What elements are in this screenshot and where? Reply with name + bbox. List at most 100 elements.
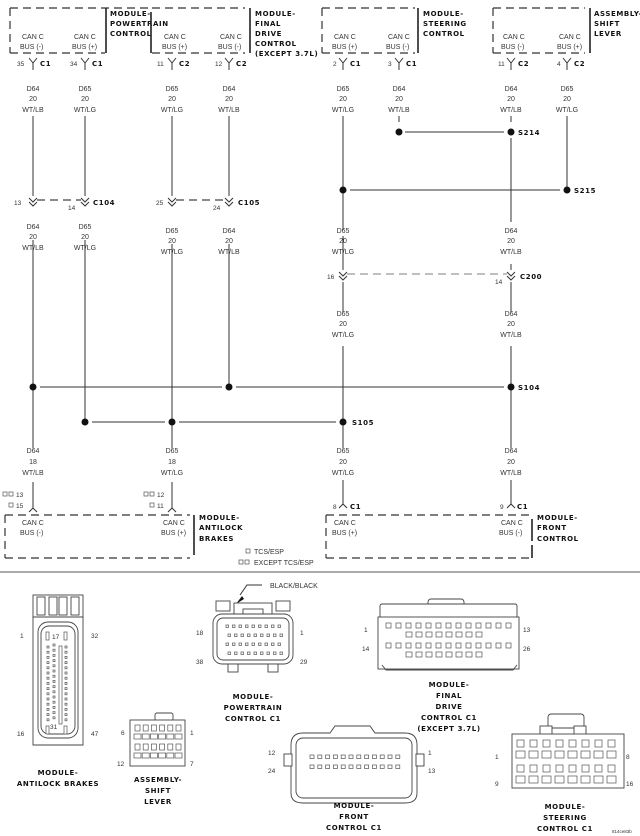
pin-cavity [465, 651, 473, 658]
legend-tcs-icon [245, 548, 251, 554]
pin-cavity [52, 685, 56, 688]
svg-text:D64: D64 [505, 228, 518, 235]
pin-cavity [266, 633, 270, 637]
svg-text:WT/LG: WT/LG [332, 332, 354, 339]
pcm-title-2: POWERTRAIN [110, 20, 169, 28]
splice-s214-label: S214 [518, 129, 540, 137]
svg-text:20: 20 [168, 238, 176, 245]
svg-text:14: 14 [362, 646, 370, 653]
connector-view-pcm: BLACK/BLACK 18 1 38 29 MODULE- POWERTRAI… [196, 583, 318, 723]
abs-title-3: BRAKES [199, 535, 234, 543]
pin-cavity [555, 764, 564, 773]
pin-cavity [340, 754, 346, 759]
pin-cavity [174, 752, 183, 759]
pin-cavity [364, 754, 369, 759]
scm-title-3: CONTROL [423, 30, 465, 38]
shift-pin2-label1: CAN C [559, 34, 581, 41]
pin-cavity [46, 650, 50, 654]
svg-text:16: 16 [327, 274, 335, 281]
pin-cavity [465, 622, 472, 629]
pin-cavity [52, 706, 56, 709]
shift-title-3: LEVER [594, 30, 622, 38]
pin-cavity [593, 750, 604, 759]
svg-text:25: 25 [156, 200, 164, 207]
pin-cavity [46, 645, 50, 649]
svg-text:LEVER: LEVER [144, 798, 172, 806]
pin-cavity [264, 624, 268, 628]
pin-cavity [150, 752, 158, 759]
svg-text:4: 4 [557, 61, 561, 68]
svg-text:D64: D64 [27, 224, 40, 231]
pin-cavity [387, 764, 393, 769]
svg-text:(EXCEPT 3.7L): (EXCEPT 3.7L) [417, 725, 480, 733]
pin-cavity [142, 743, 149, 751]
pin-cavity [175, 724, 182, 732]
pin-cavity [46, 697, 50, 701]
svg-text:31: 31 [50, 724, 58, 731]
svg-text:D65: D65 [561, 86, 574, 93]
svg-text:1: 1 [20, 633, 24, 640]
wires [32, 116, 568, 508]
pin-cavity [567, 750, 578, 759]
pin-cavity [247, 651, 251, 655]
pin-cavity [485, 642, 492, 649]
svg-text:20: 20 [507, 459, 515, 466]
pin-cavity [425, 631, 433, 638]
pin-cavity [46, 656, 50, 659]
svg-text:C1: C1 [406, 60, 417, 68]
connector-view-fcm: 12 1 24 13 MODULE- FRONT CONTROL C1 [268, 725, 436, 832]
pin-cavity [455, 631, 463, 638]
module-powertrain-control: CAN C BUS (-) CAN C BUS (+) MODULE- POWE… [9, 7, 169, 54]
splice-s105 [339, 418, 347, 426]
pin-cavity [238, 624, 242, 628]
pin-cavity [52, 716, 56, 720]
pin-cavity [317, 754, 323, 759]
svg-text:20: 20 [339, 321, 347, 328]
svg-text:CONTROL C1: CONTROL C1 [225, 715, 281, 723]
svg-text:12: 12 [157, 492, 165, 499]
pin-cavity [45, 631, 50, 641]
svg-text:D65: D65 [79, 86, 92, 93]
inline-connector-c105: 25 24 C105 [156, 197, 260, 212]
svg-text:WT/LB: WT/LB [218, 249, 240, 256]
pcm-title-1: MODULE- [110, 10, 151, 18]
shift-pin1-label2: BUS (-) [501, 44, 524, 51]
svg-text:D64: D64 [27, 86, 40, 93]
svg-text:13: 13 [523, 627, 531, 634]
pcm-pin1-label1: CAN C [22, 34, 44, 41]
svg-text:CAN C: CAN C [334, 520, 356, 527]
svg-text:11: 11 [157, 503, 164, 510]
pin-cavity [405, 622, 412, 629]
scm-pin1-label2: BUS (+) [332, 44, 357, 51]
svg-text:29: 29 [300, 659, 308, 666]
pcm-pin2-label2: BUS (+) [72, 44, 97, 51]
pin-cavity [240, 651, 244, 655]
pin-cavity [372, 754, 377, 759]
pin-cavity [63, 725, 68, 735]
pin-cavity [133, 752, 142, 759]
figure-id: 814ce83b [612, 829, 632, 834]
svg-text:1: 1 [364, 627, 368, 634]
svg-text:47: 47 [91, 731, 99, 738]
pin-cavity [405, 651, 413, 658]
pin-cavity [554, 750, 565, 759]
pin-cavity [348, 764, 354, 769]
pin-cavity [238, 642, 242, 646]
svg-text:WT/LG: WT/LG [161, 470, 183, 477]
svg-text:C1: C1 [517, 503, 528, 511]
pin-cavity [271, 642, 275, 646]
pin-cavity [455, 642, 462, 649]
svg-text:ASSEMBLY-: ASSEMBLY- [134, 776, 182, 784]
pin-cavity [64, 692, 68, 696]
pin-cavity [594, 764, 603, 773]
pin-cavity [64, 666, 68, 670]
